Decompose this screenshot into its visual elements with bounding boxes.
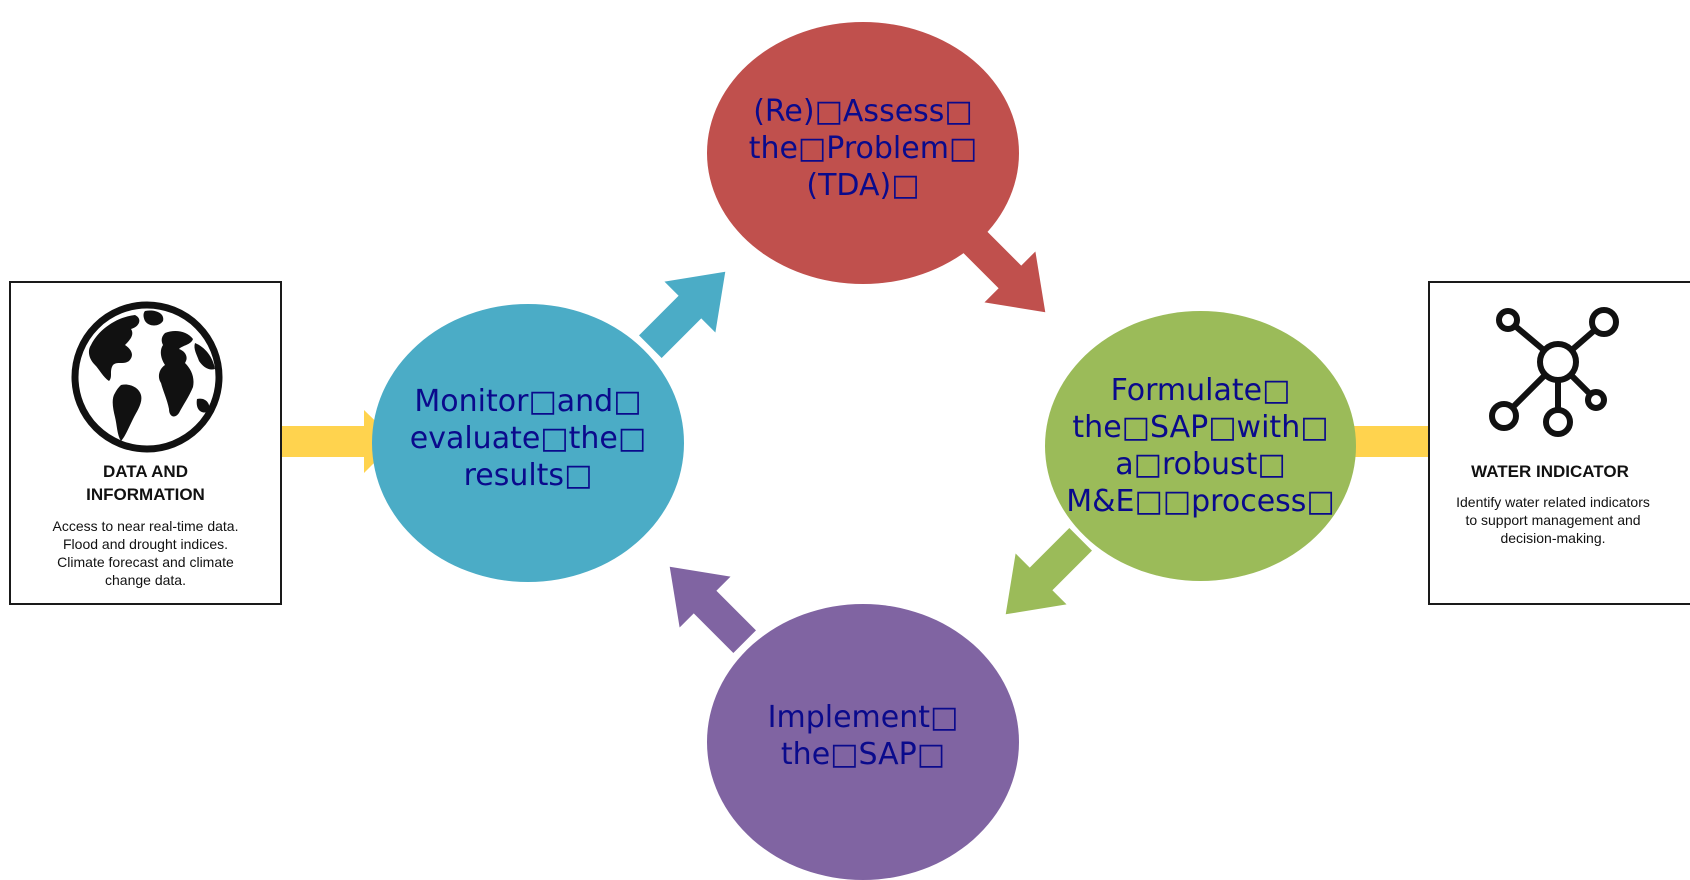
cycle-node-monitor: Monitor□and□ evaluate□the□ results□	[372, 304, 684, 582]
cycle-node-implement-label: Implement□ the□SAP□	[767, 700, 959, 772]
water-box-title: WATER INDICATOR	[1471, 462, 1629, 481]
cycle-node-monitor-label: Monitor□and□ evaluate□the□ results□	[409, 383, 647, 493]
water-indicator-box: WATER INDICATOR Identify water related i…	[1428, 281, 1690, 605]
connector-arrow-left	[282, 410, 396, 473]
cycle-node-formulate-label: Formulate□ the□SAP□with□ a□robust□ M&E□□…	[1066, 373, 1335, 519]
arrow-assess-to-formulate	[959, 226, 1046, 313]
water-box-description: Identify water related indicators to sup…	[1456, 494, 1650, 546]
globe-icon	[71, 301, 223, 453]
network-icon	[1489, 307, 1619, 437]
cycle-node-formulate: Formulate□ the□SAP□with□ a□robust□ M&E□□…	[1045, 311, 1356, 581]
arrow-implement-to-monitor	[669, 566, 756, 653]
cycle-node-implement: Implement□ the□SAP□	[707, 604, 1019, 880]
cycle-node-assess: (Re)□Assess□ the□Problem□ (TDA)□	[707, 22, 1019, 284]
arrow-monitor-to-assess	[639, 271, 726, 358]
cycle-node-assess-label: (Re)□Assess□ the□Problem□ (TDA)□	[748, 93, 978, 203]
data-box-description: Access to near real-time data. Flood and…	[52, 518, 239, 588]
data-box-title: DATA AND INFORMATION	[86, 462, 205, 504]
data-information-box: DATA AND INFORMATION Access to near real…	[9, 281, 282, 605]
arrow-formulate-to-implement	[1005, 528, 1092, 615]
